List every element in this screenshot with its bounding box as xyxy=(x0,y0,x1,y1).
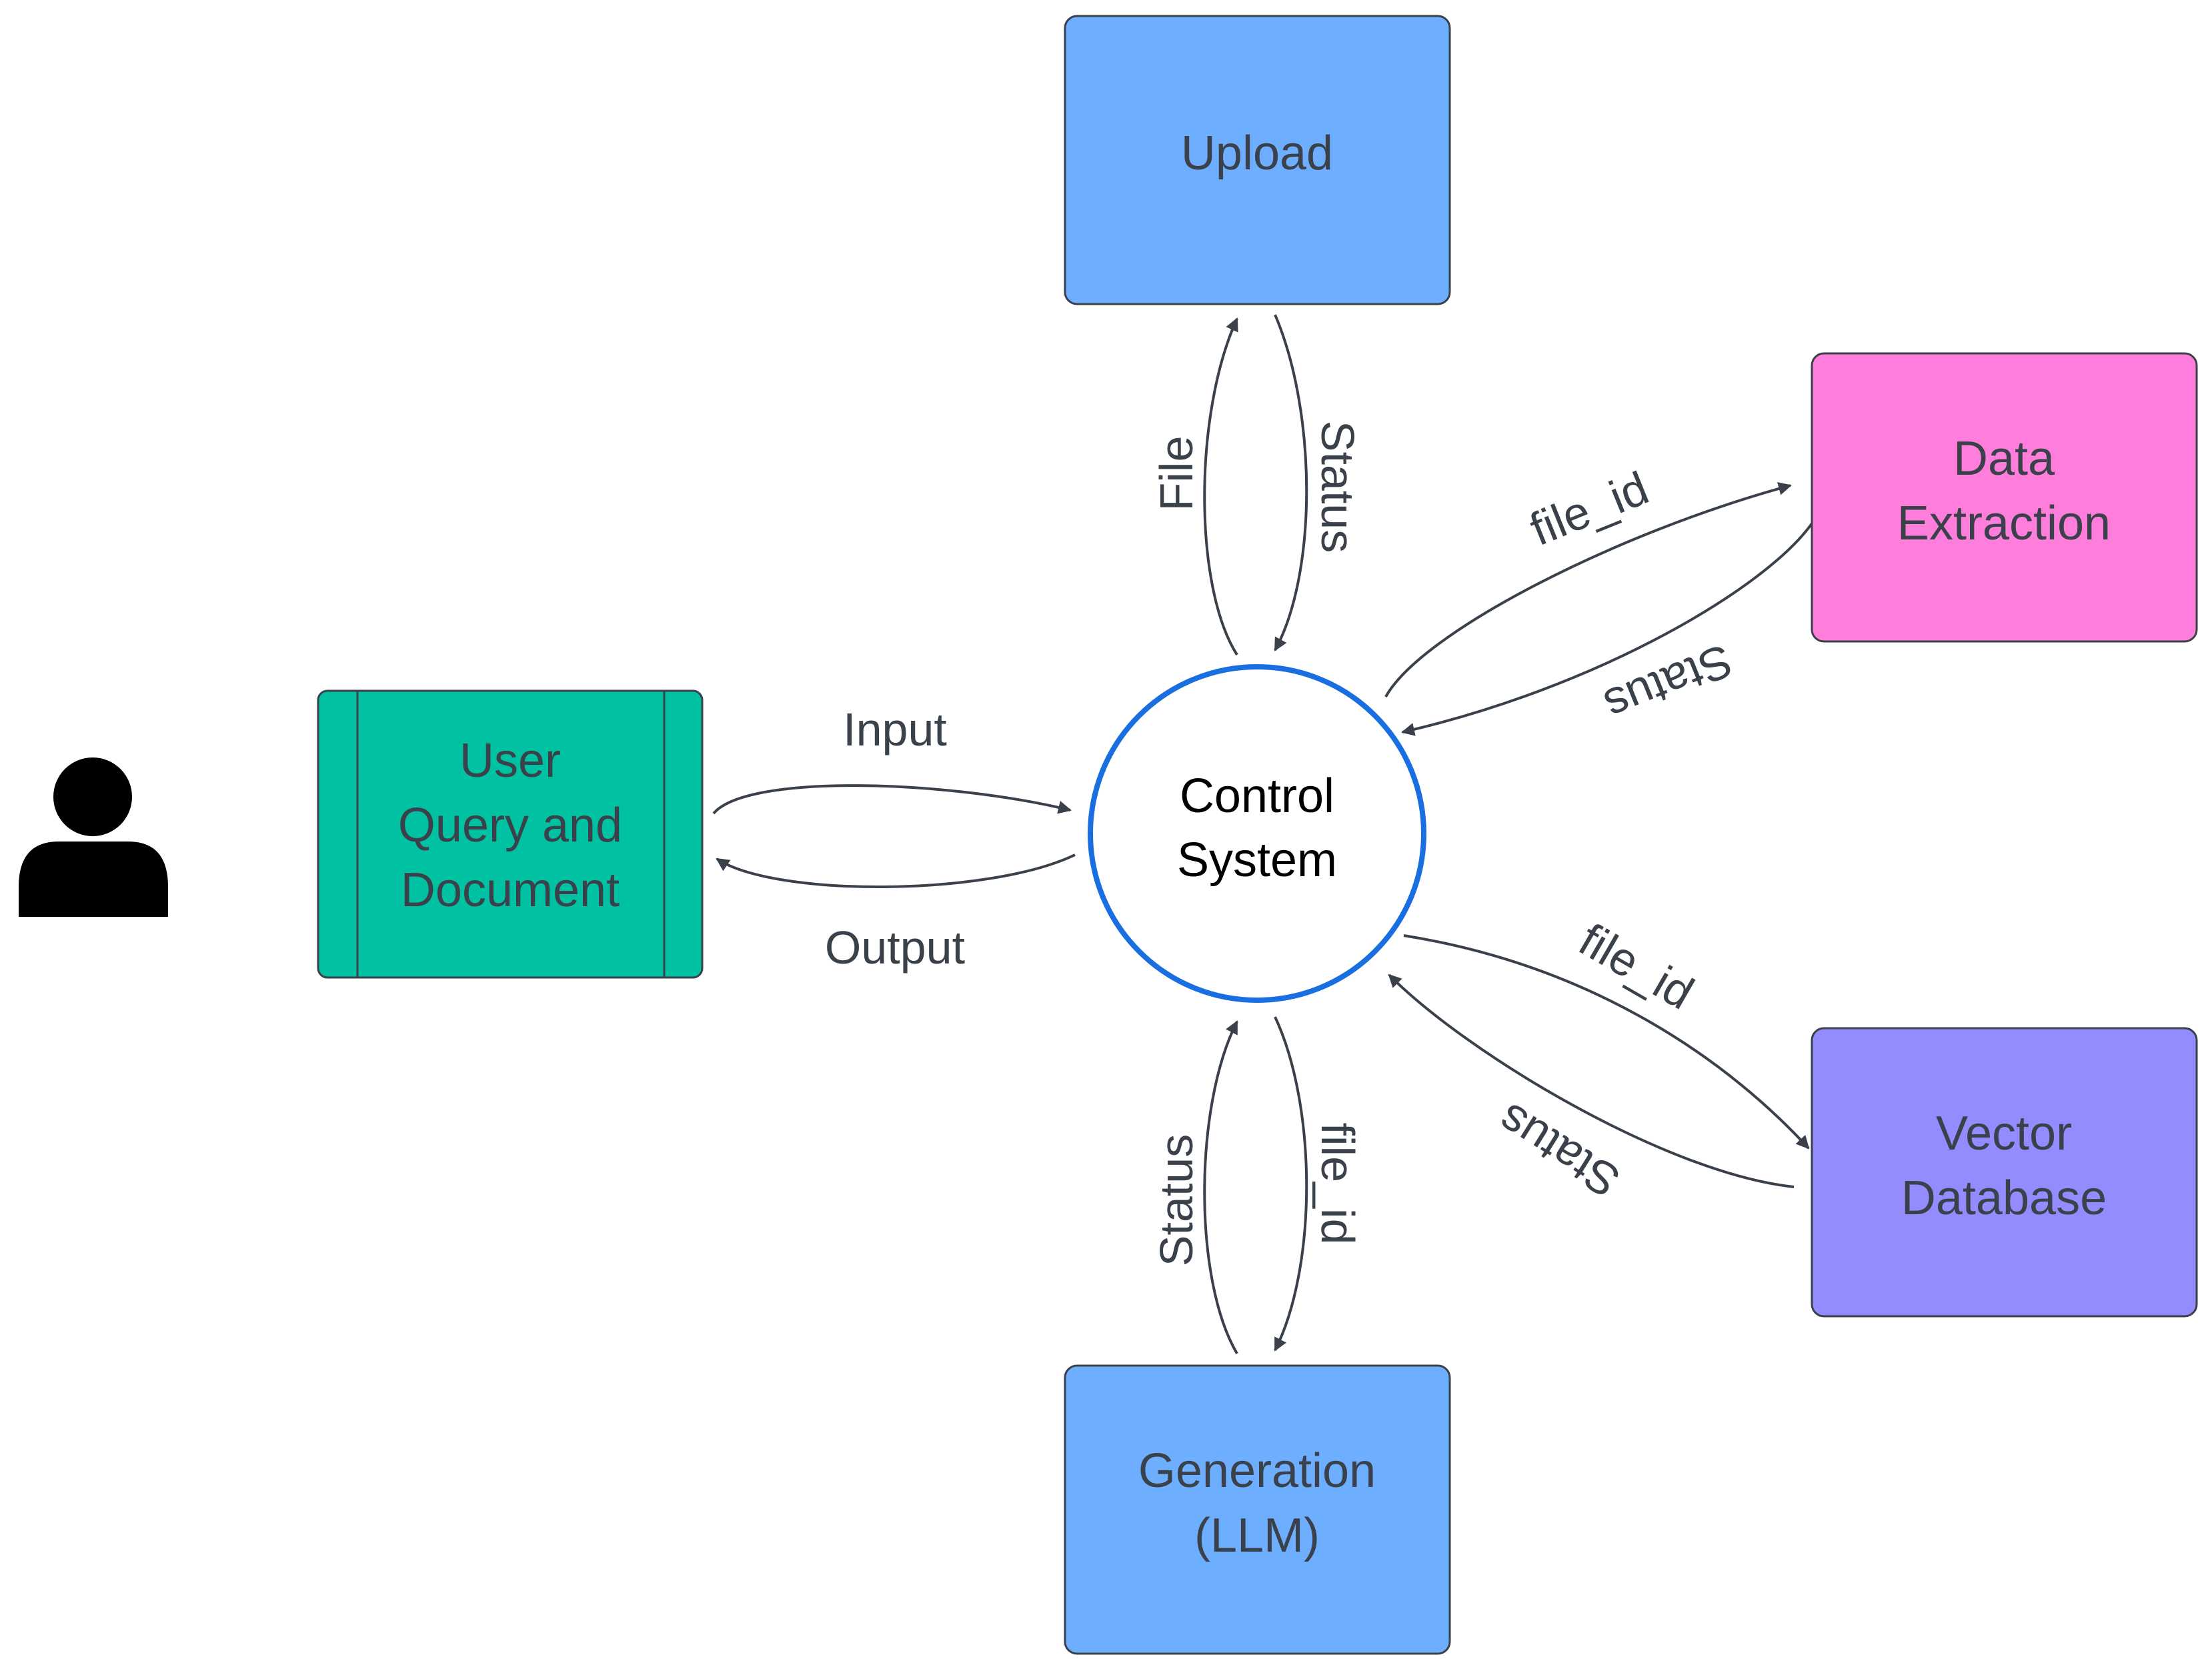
upload-status-arrow xyxy=(1274,314,1308,651)
vector-status-arrow xyxy=(1388,974,1795,1188)
vector-file-id-label: file_id xyxy=(1570,914,1702,1020)
upload-file-label: File xyxy=(1150,436,1202,511)
control-system-node: Control System xyxy=(1088,664,1426,1003)
vector-status-label: Status xyxy=(1488,1094,1628,1208)
extraction-file-id-label: file_id xyxy=(1523,461,1656,555)
data-extraction-label-line-2: Extraction xyxy=(1897,497,2111,550)
input-label: Input xyxy=(843,703,947,755)
generation-status-arrow xyxy=(1203,1020,1238,1355)
upload-label: Upload xyxy=(1181,127,1333,180)
user-query-label-line-3: Document xyxy=(401,864,620,917)
vector-database-node: Vector Database xyxy=(1811,1027,2198,1318)
upload-file-arrow xyxy=(1203,317,1238,656)
generation-status-label: Status xyxy=(1150,1134,1202,1266)
user-query-label-line-2: Query and xyxy=(398,799,622,852)
user-query-label-line-1: User xyxy=(459,734,561,787)
generation-file-id-label: file_id xyxy=(1312,1123,1364,1245)
generation-file-id-arrow xyxy=(1274,1016,1308,1352)
vector-database-label-line-2: Database xyxy=(1901,1172,2107,1225)
extraction-status-arrow xyxy=(1401,522,1813,736)
vector-file-id-arrow xyxy=(1403,934,1810,1150)
user-query-document-node: User Query and Document xyxy=(317,689,704,979)
extraction-status-label: Status xyxy=(1597,634,1739,732)
control-system-label-line-1: Control xyxy=(1180,769,1334,823)
generation-llm-node: Generation (LLM) xyxy=(1064,1364,1451,1655)
upload-node: Upload xyxy=(1064,15,1451,305)
vector-database-label-line-1: Vector xyxy=(1936,1107,2072,1160)
person-silhouette-icon xyxy=(19,757,168,917)
output-label: Output xyxy=(825,922,965,974)
extraction-file-id-arrow xyxy=(1384,482,1792,697)
output-arrow xyxy=(716,854,1076,888)
input-arrow xyxy=(712,784,1072,815)
upload-status-label: Status xyxy=(1312,421,1364,553)
data-extraction-node: Data Extraction xyxy=(1811,352,2198,643)
data-extraction-label-line-1: Data xyxy=(1953,432,2055,485)
generation-label-line-1: Generation xyxy=(1138,1444,1376,1498)
control-system-label-line-2: System xyxy=(1177,833,1337,887)
generation-label-line-2: (LLM) xyxy=(1194,1509,1320,1562)
